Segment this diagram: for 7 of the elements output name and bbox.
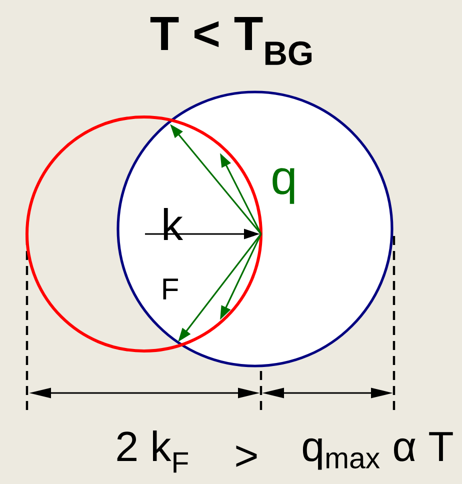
axis-label: F (163, 278, 178, 300)
title: T < T$_{BG}$ (150, 16, 312, 66)
axis-label: q$_{max}$ α T (302, 432, 453, 470)
axis-label: 2 k$_{F}$ (117, 430, 188, 473)
axis-label: q (272, 168, 294, 204)
axis-label: k (164, 208, 184, 240)
axis-label: > (236, 446, 257, 467)
